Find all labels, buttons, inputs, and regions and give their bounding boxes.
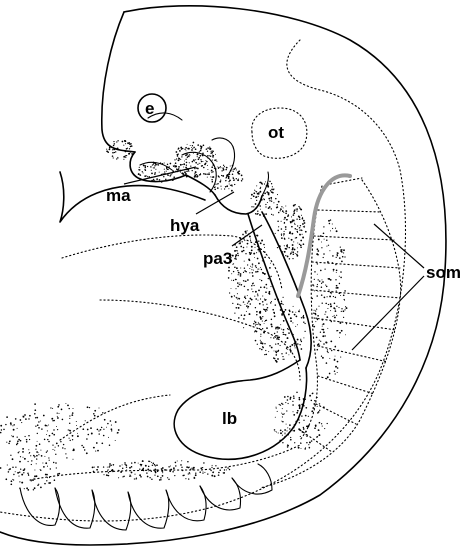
label-ot: ot: [268, 123, 284, 142]
cut-edge-left: [60, 172, 205, 222]
som-leader-line-lower: [352, 276, 424, 350]
arch-fold-line: [212, 138, 235, 178]
stipple-shading: [0, 140, 347, 491]
label-lb: lb: [222, 409, 237, 428]
internal-dotted-1: [62, 235, 282, 290]
som-leader-line-upper: [374, 224, 424, 268]
embryo-outline: [0, 6, 446, 545]
internal-dotted-4: [30, 445, 300, 480]
label-ma: ma: [106, 186, 131, 205]
internal-dotted-2: [100, 300, 300, 380]
grey-highlight-line: [298, 175, 350, 296]
limb-bud-outline: [174, 360, 306, 459]
label-hya: hya: [170, 216, 200, 235]
label-pa3: pa3: [203, 249, 232, 268]
maxillary-process: [130, 152, 215, 195]
inner-limb-contour: [262, 212, 311, 368]
label-som: som: [426, 263, 461, 282]
label-e: e: [145, 99, 154, 118]
neural-tube-dotted: [0, 40, 405, 521]
head-outline: [102, 12, 135, 152]
internal-dotted-3: [60, 395, 170, 440]
